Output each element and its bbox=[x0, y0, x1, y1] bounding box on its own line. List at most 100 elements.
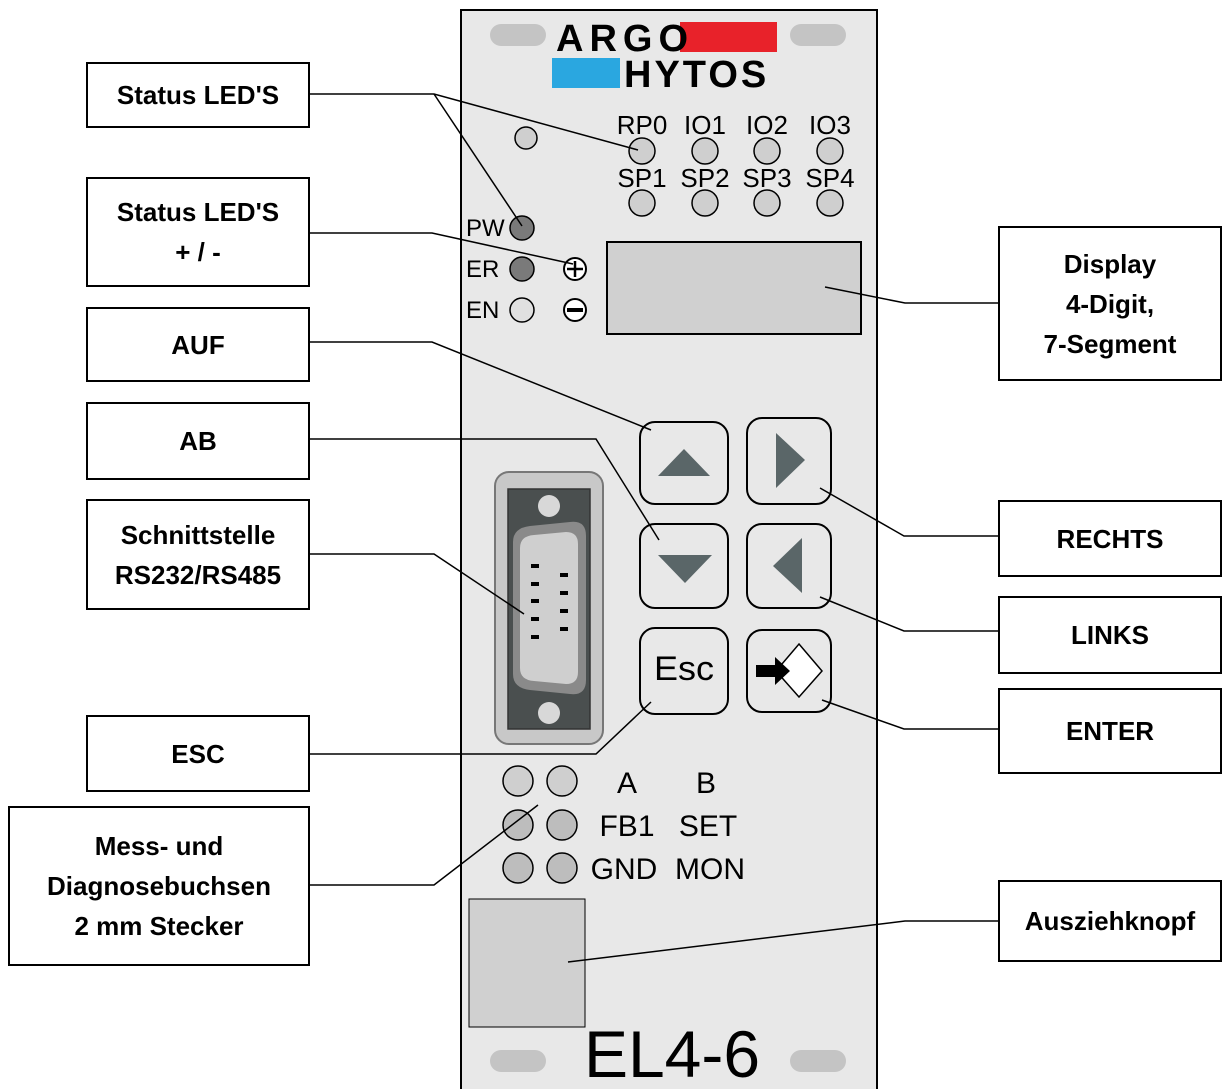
down-arrow-icon bbox=[658, 555, 712, 583]
leader-auszieh bbox=[567, 920, 1000, 963]
led-en bbox=[509, 297, 535, 323]
pull-knob[interactable] bbox=[468, 898, 586, 1028]
esc-button[interactable]: Esc bbox=[639, 627, 729, 715]
callout-esc-line1: ESC bbox=[171, 738, 225, 769]
minus-icon bbox=[563, 298, 587, 322]
led-label-sp1: SP1 bbox=[617, 163, 666, 193]
leader-links bbox=[819, 596, 1000, 632]
callout-display-line3: 7-Segment bbox=[1043, 328, 1177, 359]
model-label: EL4-6 bbox=[584, 1017, 760, 1089]
callout-mess-line2: Diagnosebuchsen bbox=[47, 871, 271, 901]
logo-blue-block bbox=[552, 58, 620, 88]
callout-esc: ESC bbox=[86, 715, 310, 792]
enter-button[interactable] bbox=[746, 629, 832, 713]
led-label-io2: IO2 bbox=[746, 110, 788, 140]
callout-links-line1: LINKS bbox=[1071, 620, 1149, 650]
led-sp4 bbox=[816, 189, 844, 217]
callout-schnittstelle-line1: Schnittstelle bbox=[120, 519, 276, 550]
led-rp0 bbox=[628, 137, 656, 165]
callout-status-pm-line2: + / - bbox=[175, 237, 221, 267]
socket-fb1 bbox=[502, 809, 534, 841]
callout-ab-line1: AB bbox=[179, 426, 217, 456]
leader-display bbox=[824, 286, 1000, 304]
socket-mon bbox=[546, 852, 578, 884]
plus-icon bbox=[563, 257, 587, 281]
left-arrow-icon bbox=[773, 538, 802, 593]
led-io1 bbox=[691, 137, 719, 165]
socket-label-a: A bbox=[617, 767, 637, 800]
callout-schnittstelle-line2: RS232/RS485 bbox=[114, 559, 282, 590]
led-label-sp2: SP2 bbox=[680, 163, 729, 193]
socket-gnd bbox=[502, 852, 534, 884]
socket-set bbox=[546, 809, 578, 841]
callout-status-leds-plus-minus: Status LED'S + / - bbox=[86, 177, 310, 287]
callout-status-pm-line1: Status LED'S bbox=[116, 197, 280, 227]
callout-links: LINKS bbox=[998, 596, 1222, 674]
callout-rechts-line1: RECHTS bbox=[1056, 523, 1164, 554]
esc-button-label: Esc bbox=[654, 650, 714, 688]
led-label-rp0: RP0 bbox=[617, 110, 668, 140]
leader-auf bbox=[309, 341, 652, 431]
led-label-en: EN bbox=[466, 297, 499, 324]
leader-rechts bbox=[819, 487, 1000, 537]
socket-label-mon: MON bbox=[675, 853, 745, 886]
brand-logo: ARGO HYTOS bbox=[552, 18, 777, 96]
led-label-pw: PW bbox=[466, 215, 505, 242]
left-button[interactable] bbox=[746, 523, 832, 609]
right-arrow-icon bbox=[776, 433, 805, 488]
logo-red-block bbox=[680, 22, 777, 52]
mounting-slot bbox=[790, 24, 846, 46]
callout-enter: ENTER bbox=[998, 688, 1222, 774]
callout-enter-line1: ENTER bbox=[1065, 716, 1155, 746]
callout-status-leds: Status LED'S bbox=[86, 62, 310, 128]
led-label-sp4: SP4 bbox=[805, 163, 854, 193]
led-label-io1: IO1 bbox=[684, 110, 726, 140]
callout-display-line1: Display bbox=[1063, 248, 1157, 279]
seven-segment-display bbox=[606, 241, 862, 335]
led-pw bbox=[509, 215, 535, 241]
led-sp2 bbox=[691, 189, 719, 217]
led-er bbox=[509, 256, 535, 282]
led-io2 bbox=[753, 137, 781, 165]
led-label-er: ER bbox=[466, 256, 499, 283]
leader-status-pm bbox=[309, 232, 574, 265]
leader-status-leds-2 bbox=[433, 93, 523, 227]
mounting-slot bbox=[490, 24, 546, 46]
logo-line2: HYTOS bbox=[624, 54, 769, 96]
right-button[interactable] bbox=[746, 417, 832, 505]
leader-mess bbox=[309, 804, 539, 886]
leader-esc bbox=[309, 701, 652, 755]
indicator-led bbox=[514, 126, 538, 150]
down-button[interactable] bbox=[639, 523, 729, 609]
logo-line1: ARGO bbox=[556, 18, 694, 60]
leader-enter bbox=[821, 699, 1000, 730]
socket-b bbox=[546, 765, 578, 797]
callout-mess-line3: 2 mm Stecker bbox=[74, 911, 244, 941]
socket-label-b: B bbox=[696, 767, 716, 800]
callout-status-leds-line1: Status LED'S bbox=[116, 80, 280, 110]
callout-mess-line1: Mess- und bbox=[94, 831, 224, 861]
enter-diamond-icon bbox=[775, 642, 823, 699]
leader-lines bbox=[309, 93, 1000, 963]
up-arrow-icon bbox=[658, 449, 710, 476]
mounting-slot bbox=[490, 1050, 546, 1072]
up-button[interactable] bbox=[639, 421, 729, 505]
leader-ab bbox=[309, 438, 660, 541]
callout-auf-line1: AUF bbox=[171, 329, 225, 360]
socket-label-fb1: FB1 bbox=[599, 810, 654, 843]
callout-rechts: RECHTS bbox=[998, 500, 1222, 577]
led-io3 bbox=[816, 137, 844, 165]
mounting-slot bbox=[790, 1050, 846, 1072]
callout-ausziehknopf-line1: Ausziehknopf bbox=[1024, 906, 1196, 936]
led-sp1 bbox=[628, 189, 656, 217]
socket-label-set: SET bbox=[679, 810, 737, 843]
callout-ausziehknopf: Ausziehknopf bbox=[998, 880, 1222, 962]
callout-display: Display 4-Digit, 7-Segment bbox=[998, 226, 1222, 381]
callout-ab: AB bbox=[86, 402, 310, 480]
leader-schnittstelle bbox=[309, 553, 525, 615]
dsub-connector bbox=[494, 471, 604, 745]
callout-display-line2: 4-Digit, bbox=[1065, 288, 1155, 319]
